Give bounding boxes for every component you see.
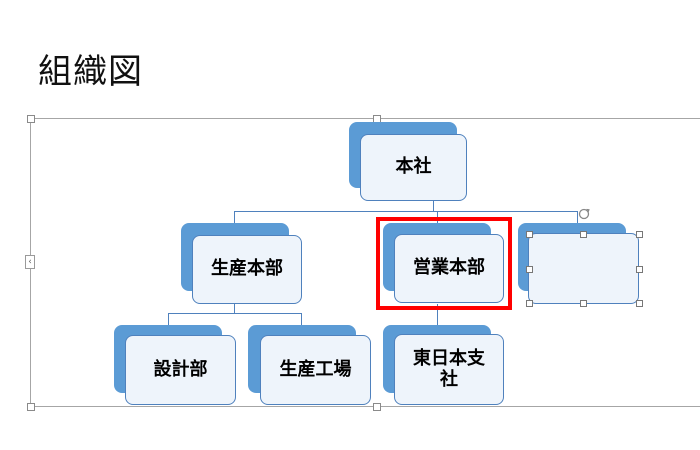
node-east-line2: 社 (440, 368, 458, 390)
node-root-label[interactable]: 本社 (360, 134, 467, 201)
node-handle-right[interactable] (636, 266, 643, 273)
node-handle-bottom[interactable] (580, 300, 587, 307)
connector-level2-bar (168, 313, 302, 314)
node-handle-br[interactable] (636, 300, 643, 307)
node-design-label[interactable]: 設計部 (125, 335, 236, 405)
node-factory-label[interactable]: 生産工場 (260, 335, 371, 405)
connector-production-down (234, 304, 235, 314)
connector-new (577, 211, 578, 224)
connector-root (433, 193, 434, 211)
node-handle-bl[interactable] (526, 300, 533, 307)
node-east-line1: 東日本支 (413, 347, 485, 369)
node-handle-top[interactable] (580, 231, 587, 238)
rotate-handle-icon[interactable] (577, 207, 591, 221)
connector-level1-bar (234, 211, 578, 212)
node-new-label[interactable] (528, 233, 639, 304)
node-handle-tr[interactable] (636, 231, 643, 238)
connector-factory (301, 313, 302, 325)
chevron-left-icon[interactable]: ‹ (25, 255, 35, 269)
node-handle-tl[interactable] (526, 231, 533, 238)
node-sales-label[interactable]: 営業本部 (394, 234, 504, 303)
slide-title: 組織図 (38, 52, 143, 92)
selection-highlight (376, 217, 512, 310)
frame-handle-tl[interactable] (27, 115, 35, 123)
node-east-label[interactable]: 東日本支 社 (394, 334, 504, 405)
node-handle-left[interactable] (526, 266, 533, 273)
connector-east (437, 304, 438, 325)
frame-handle-bl[interactable] (27, 403, 35, 411)
connector-production (234, 211, 235, 224)
frame-handle-bottom[interactable] (373, 403, 381, 411)
connector-design (168, 313, 169, 325)
node-production-label[interactable]: 生産本部 (192, 235, 302, 304)
